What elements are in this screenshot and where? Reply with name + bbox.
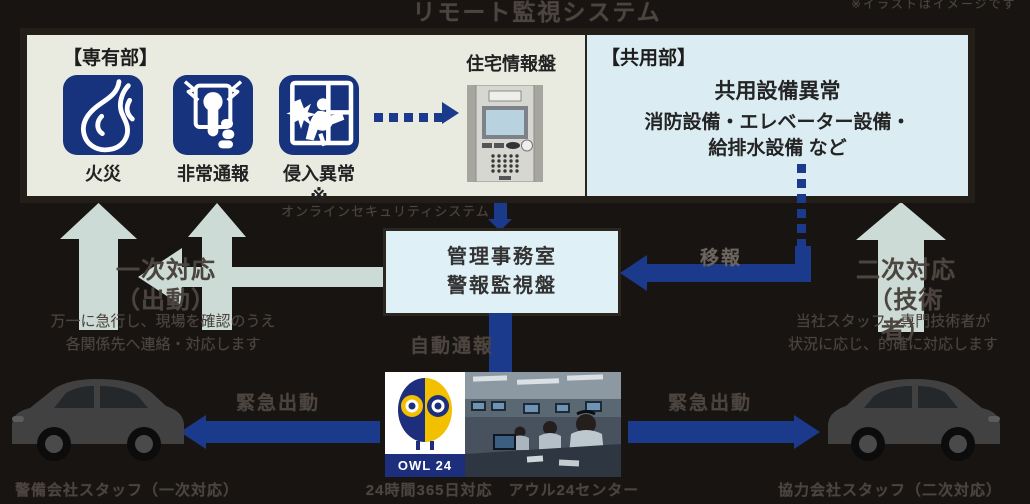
building-box: 【専有部】 火災 — [20, 28, 975, 206]
left-caption: 警備会社スタッフ（一次対応） — [14, 482, 239, 499]
common-equipment-line1: 消防設備・エレベーター設備・ — [644, 112, 911, 133]
security-car-right — [824, 356, 1004, 468]
transfer-arrow-horizontal — [646, 264, 807, 282]
dispatch-right-label: 緊急出動 — [668, 393, 753, 414]
right-caption: 協力会社スタッフ（二次対応） — [777, 482, 1002, 499]
common-to-transfer-dashed-line — [797, 164, 806, 248]
dispatch-left-arrowhead-icon — [180, 415, 206, 449]
intercom-panel — [467, 84, 543, 187]
pale-up-arrow-right-icon — [856, 202, 946, 337]
right-role-text: 二次対応 （技術者） — [856, 257, 956, 344]
common-equipment-line2: 給排水設備 など — [708, 138, 847, 159]
owl24-wordmark: OWL 24 — [385, 454, 465, 477]
center-caption: 24時間365日対応 アウル24センター — [365, 482, 640, 499]
common-section-label: 【共用部】 — [601, 48, 697, 69]
emergency-call-label: 非常通報 — [177, 164, 249, 184]
page-title: リモート監視システム — [412, 0, 662, 25]
transfer-label: 移報 — [700, 248, 743, 269]
owl-icon — [398, 378, 452, 450]
dispatch-left-arrow-stem — [206, 421, 380, 443]
online-security-note: オンラインセキュリティシステム — [281, 204, 490, 219]
fire-icon — [63, 75, 143, 155]
left-role-description: 万一に急行し、現場を確認のうえ 各関係先へ連絡・対応します — [50, 313, 276, 353]
private-section: 【専有部】 火災 — [27, 35, 585, 206]
right-role-description: 当社スタッフ、専門技術者が 状況に応じ、的確に対応します — [787, 313, 998, 353]
emergency-call-icon — [173, 75, 253, 155]
intrusion-label: 侵入異常※ — [283, 164, 355, 206]
image-note: ※イラストはイメージです — [851, 0, 1017, 11]
left-role-text: 一次対応 （出動） — [116, 257, 216, 314]
pale-up-arrow-left2-icon — [188, 203, 246, 335]
panel-to-mgmt-arrow-stem — [494, 203, 507, 219]
management-office-line2: 警報監視盤 — [447, 275, 557, 297]
intrusion-icon — [279, 75, 359, 155]
common-fault-heading: 共用設備異常 — [714, 80, 841, 103]
auto-report-label: 自動通報 — [410, 336, 495, 357]
transfer-arrowhead-icon — [620, 255, 647, 291]
owl24-logo: OWL 24 — [385, 372, 465, 477]
common-section: 【共用部】 共用設備異常 消防設備・エレベーター設備・ 給排水設備 など — [585, 35, 968, 196]
dispatch-left-label: 緊急出動 — [236, 393, 321, 414]
intrusion-to-panel-dashed-line — [374, 113, 442, 122]
call-center-photo — [465, 372, 621, 477]
security-car-left — [8, 356, 188, 468]
management-office-line1: 管理事務室 — [447, 246, 557, 268]
dispatch-right-arrow-stem — [628, 421, 794, 443]
pale-up-arrow-left1-icon — [60, 203, 137, 335]
private-section-label: 【専有部】 — [63, 48, 159, 69]
dispatch-right-arrowhead-icon — [794, 415, 820, 449]
intrusion-to-panel-arrowhead-icon — [442, 102, 459, 124]
pale-left-arrow-icon — [138, 248, 383, 311]
fire-label: 火災 — [85, 164, 121, 184]
management-office-box: 管理事務室 警報監視盤 — [383, 228, 621, 316]
intercom-panel-label: 住宅情報盤 — [466, 54, 556, 74]
